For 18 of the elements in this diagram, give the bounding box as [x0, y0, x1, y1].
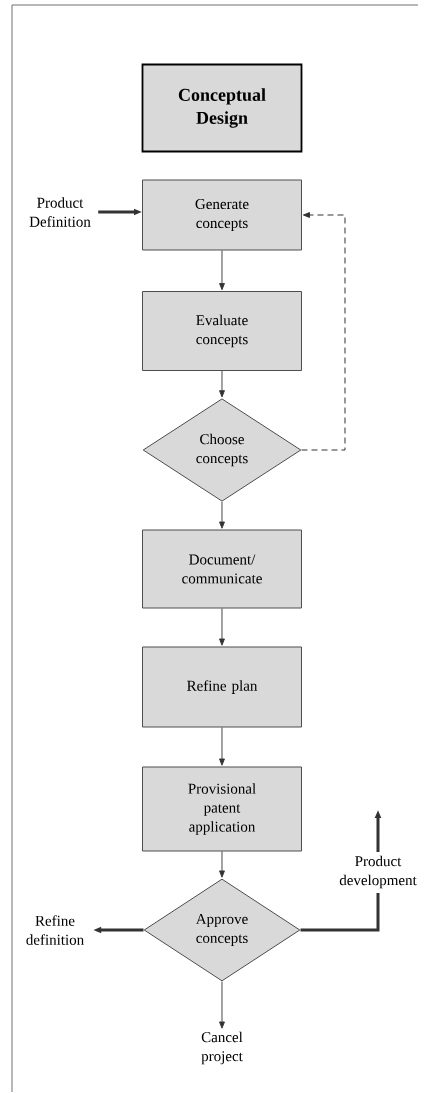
- process-box: Evaluate concepts: [142, 291, 302, 371]
- edge-label: Product development: [332, 854, 424, 890]
- process-box: Provisional patent application: [142, 766, 302, 852]
- arrow: [219, 608, 225, 646]
- process-box: Document/ communicate: [142, 529, 302, 609]
- flow-text: Product Definition: [29, 197, 91, 227]
- arrow: [219, 851, 225, 878]
- arrow: [301, 212, 346, 451]
- arrow: [219, 250, 225, 291]
- arrow: [219, 370, 225, 398]
- arrow: [219, 501, 225, 529]
- process-box: Refine plan: [142, 646, 302, 728]
- flow-text: Refine definition: [26, 915, 84, 945]
- arrow: [219, 727, 225, 766]
- process-box: Generate concepts: [142, 179, 302, 251]
- title-box: Conceptual Design: [141, 63, 303, 153]
- arrow: [219, 981, 225, 1029]
- flow-text: Cancel project: [201, 1031, 243, 1065]
